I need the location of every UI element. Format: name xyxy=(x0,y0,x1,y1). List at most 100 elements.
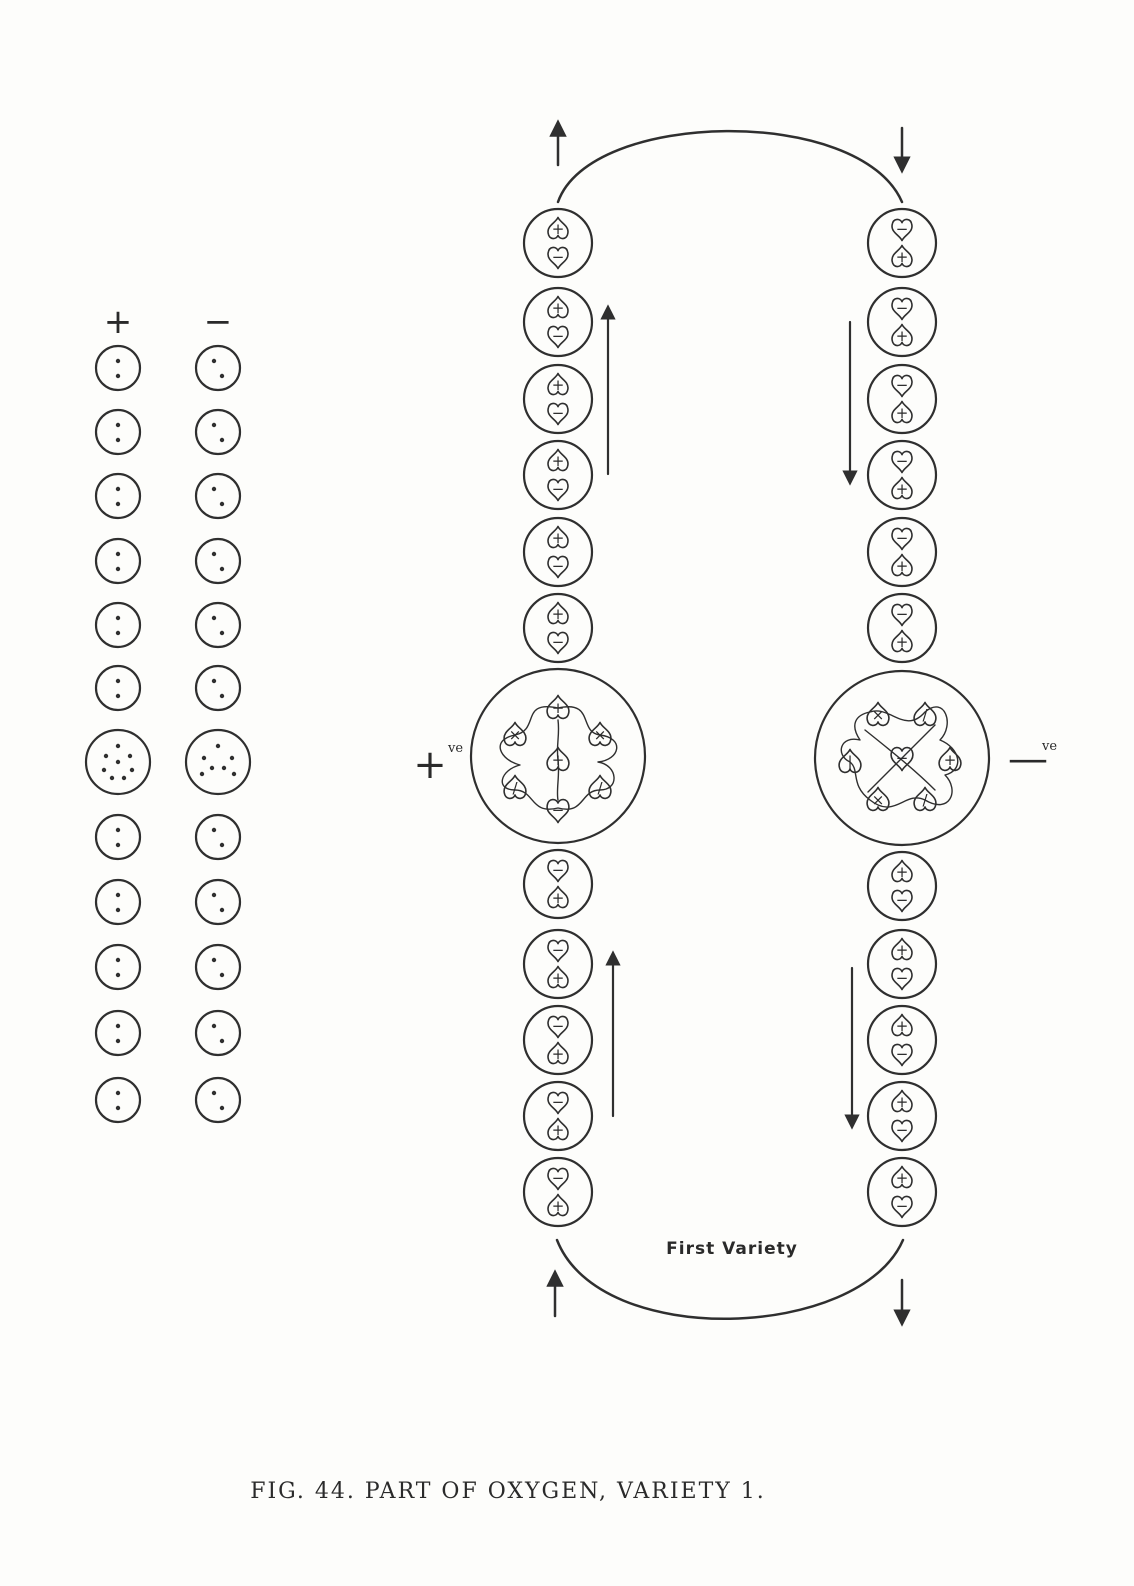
negative-central-body: ×/|−+×/ xyxy=(813,669,991,847)
svg-text:×: × xyxy=(872,706,885,724)
positive-pair-circle: +− xyxy=(866,928,938,1000)
svg-text:+: + xyxy=(896,1169,909,1187)
svg-text:−: − xyxy=(896,891,909,909)
svg-text:−: − xyxy=(552,861,565,879)
heart-minus-icon: − xyxy=(891,1043,913,1067)
heart-minus-icon: − xyxy=(547,555,569,579)
positive-pair-circle: +− xyxy=(522,207,594,279)
heart-minus-icon: − xyxy=(547,1015,569,1039)
negative-pole-label: — xyxy=(1008,736,1048,782)
heart-minus-icon: − xyxy=(891,527,913,551)
minus-column-circle xyxy=(194,943,242,991)
heart-icon: / xyxy=(913,786,937,812)
heart-minus-icon: − xyxy=(891,1119,913,1143)
heart-icon: + xyxy=(546,746,570,772)
heart-minus-icon: − xyxy=(547,402,569,426)
positive-pair-circle: +− xyxy=(866,850,938,922)
svg-text:−: − xyxy=(896,220,909,238)
svg-text:−: − xyxy=(552,557,565,575)
svg-text:+: + xyxy=(896,1093,909,1111)
heart-icon: | xyxy=(838,748,862,774)
minus-column-circle xyxy=(194,601,242,649)
heart-plus-icon: + xyxy=(891,629,913,653)
heart-minus-icon: − xyxy=(547,859,569,883)
heart-plus-icon: + xyxy=(891,476,913,500)
minus-column-circle xyxy=(194,813,242,861)
minus-column-circle xyxy=(194,537,242,585)
svg-text:+: + xyxy=(552,1197,565,1215)
heart-plus-icon: + xyxy=(547,1041,569,1065)
svg-text:−: − xyxy=(552,801,565,819)
left-circle-groups xyxy=(84,344,252,1124)
heart-minus-icon: − xyxy=(547,1091,569,1115)
positive-pair-circle: +− xyxy=(522,516,594,588)
negative-pole-superscript: ve xyxy=(1041,739,1057,754)
svg-text:+: + xyxy=(552,1045,565,1063)
heart-plus-icon: + xyxy=(891,400,913,424)
heart-plus-icon: + xyxy=(547,885,569,909)
plus-column-circle xyxy=(94,813,142,861)
heart-plus-icon: + xyxy=(891,859,913,883)
heart-icon: − xyxy=(890,746,914,772)
minus-column-circle xyxy=(194,664,242,712)
svg-text:+: + xyxy=(896,633,909,651)
svg-text:−: − xyxy=(896,605,909,623)
svg-text:×: × xyxy=(594,726,607,744)
figure-caption: FIG. 44. PART OF OXYGEN, VARIETY 1. xyxy=(250,1479,766,1504)
svg-text:+: + xyxy=(896,480,909,498)
heart-minus-icon: − xyxy=(891,889,913,913)
heart-minus-icon: − xyxy=(547,325,569,349)
heart-icon: × xyxy=(866,786,890,812)
heart-minus-icon: − xyxy=(891,1195,913,1219)
svg-text:−: − xyxy=(552,1093,565,1111)
negative-pair-circle: −+ xyxy=(522,1004,594,1076)
negative-pair-circle: −+ xyxy=(866,207,938,279)
pair-circle-chain: +−+−+−+−+−+−−+−+−+−+−+−+−+−+−+−+−++−+−+−… xyxy=(522,207,938,1228)
svg-text:−: − xyxy=(896,376,909,394)
svg-text:−: − xyxy=(896,529,909,547)
positive-pair-circle: +− xyxy=(522,592,594,664)
minus-column-circle xyxy=(184,728,252,796)
heart-minus-icon: − xyxy=(891,603,913,627)
heart-icon: + xyxy=(546,694,570,720)
svg-text:+: + xyxy=(552,220,565,238)
plus-column-circle xyxy=(84,728,152,796)
svg-text:−: − xyxy=(552,633,565,651)
svg-text:+: + xyxy=(896,327,909,345)
minus-column-circle xyxy=(194,878,242,926)
heart-minus-icon: − xyxy=(547,631,569,655)
svg-text:−: − xyxy=(552,404,565,422)
minus-column-circle xyxy=(194,1076,242,1124)
negative-pair-circle: −+ xyxy=(522,1080,594,1152)
heart-plus-icon: + xyxy=(891,553,913,577)
heart-minus-icon: − xyxy=(891,374,913,398)
negative-pair-circle: −+ xyxy=(522,848,594,920)
heart-plus-icon: + xyxy=(547,1193,569,1217)
heart-icon: − xyxy=(546,798,570,824)
plus-column-circle xyxy=(94,943,142,991)
heart-plus-icon: + xyxy=(891,323,913,347)
bottom-connecting-arc xyxy=(555,1238,905,1321)
svg-text:/: / xyxy=(922,706,928,724)
svg-text:−: − xyxy=(552,327,565,345)
heart-minus-icon: − xyxy=(891,450,913,474)
heart-minus-icon: − xyxy=(891,967,913,991)
minus-column-header: − xyxy=(204,302,233,342)
negative-pair-circle: −+ xyxy=(522,928,594,1000)
positive-pair-circle: +− xyxy=(866,1156,938,1228)
heart-plus-icon: + xyxy=(891,1165,913,1189)
positive-pair-circle: +− xyxy=(522,439,594,511)
svg-text:+: + xyxy=(552,699,565,717)
plus-column-circle xyxy=(94,1076,142,1124)
minus-column-circle xyxy=(194,1009,242,1057)
positive-pole-label: + xyxy=(413,742,447,788)
heart-minus-icon: − xyxy=(891,297,913,321)
svg-text:/: / xyxy=(512,779,518,797)
svg-text:+: + xyxy=(552,889,565,907)
negative-pair-circle: −+ xyxy=(866,516,938,588)
plus-column-header: + xyxy=(104,302,133,342)
plus-column-circle xyxy=(94,472,142,520)
heart-icon: / xyxy=(503,774,527,800)
svg-text:+: + xyxy=(552,751,565,769)
